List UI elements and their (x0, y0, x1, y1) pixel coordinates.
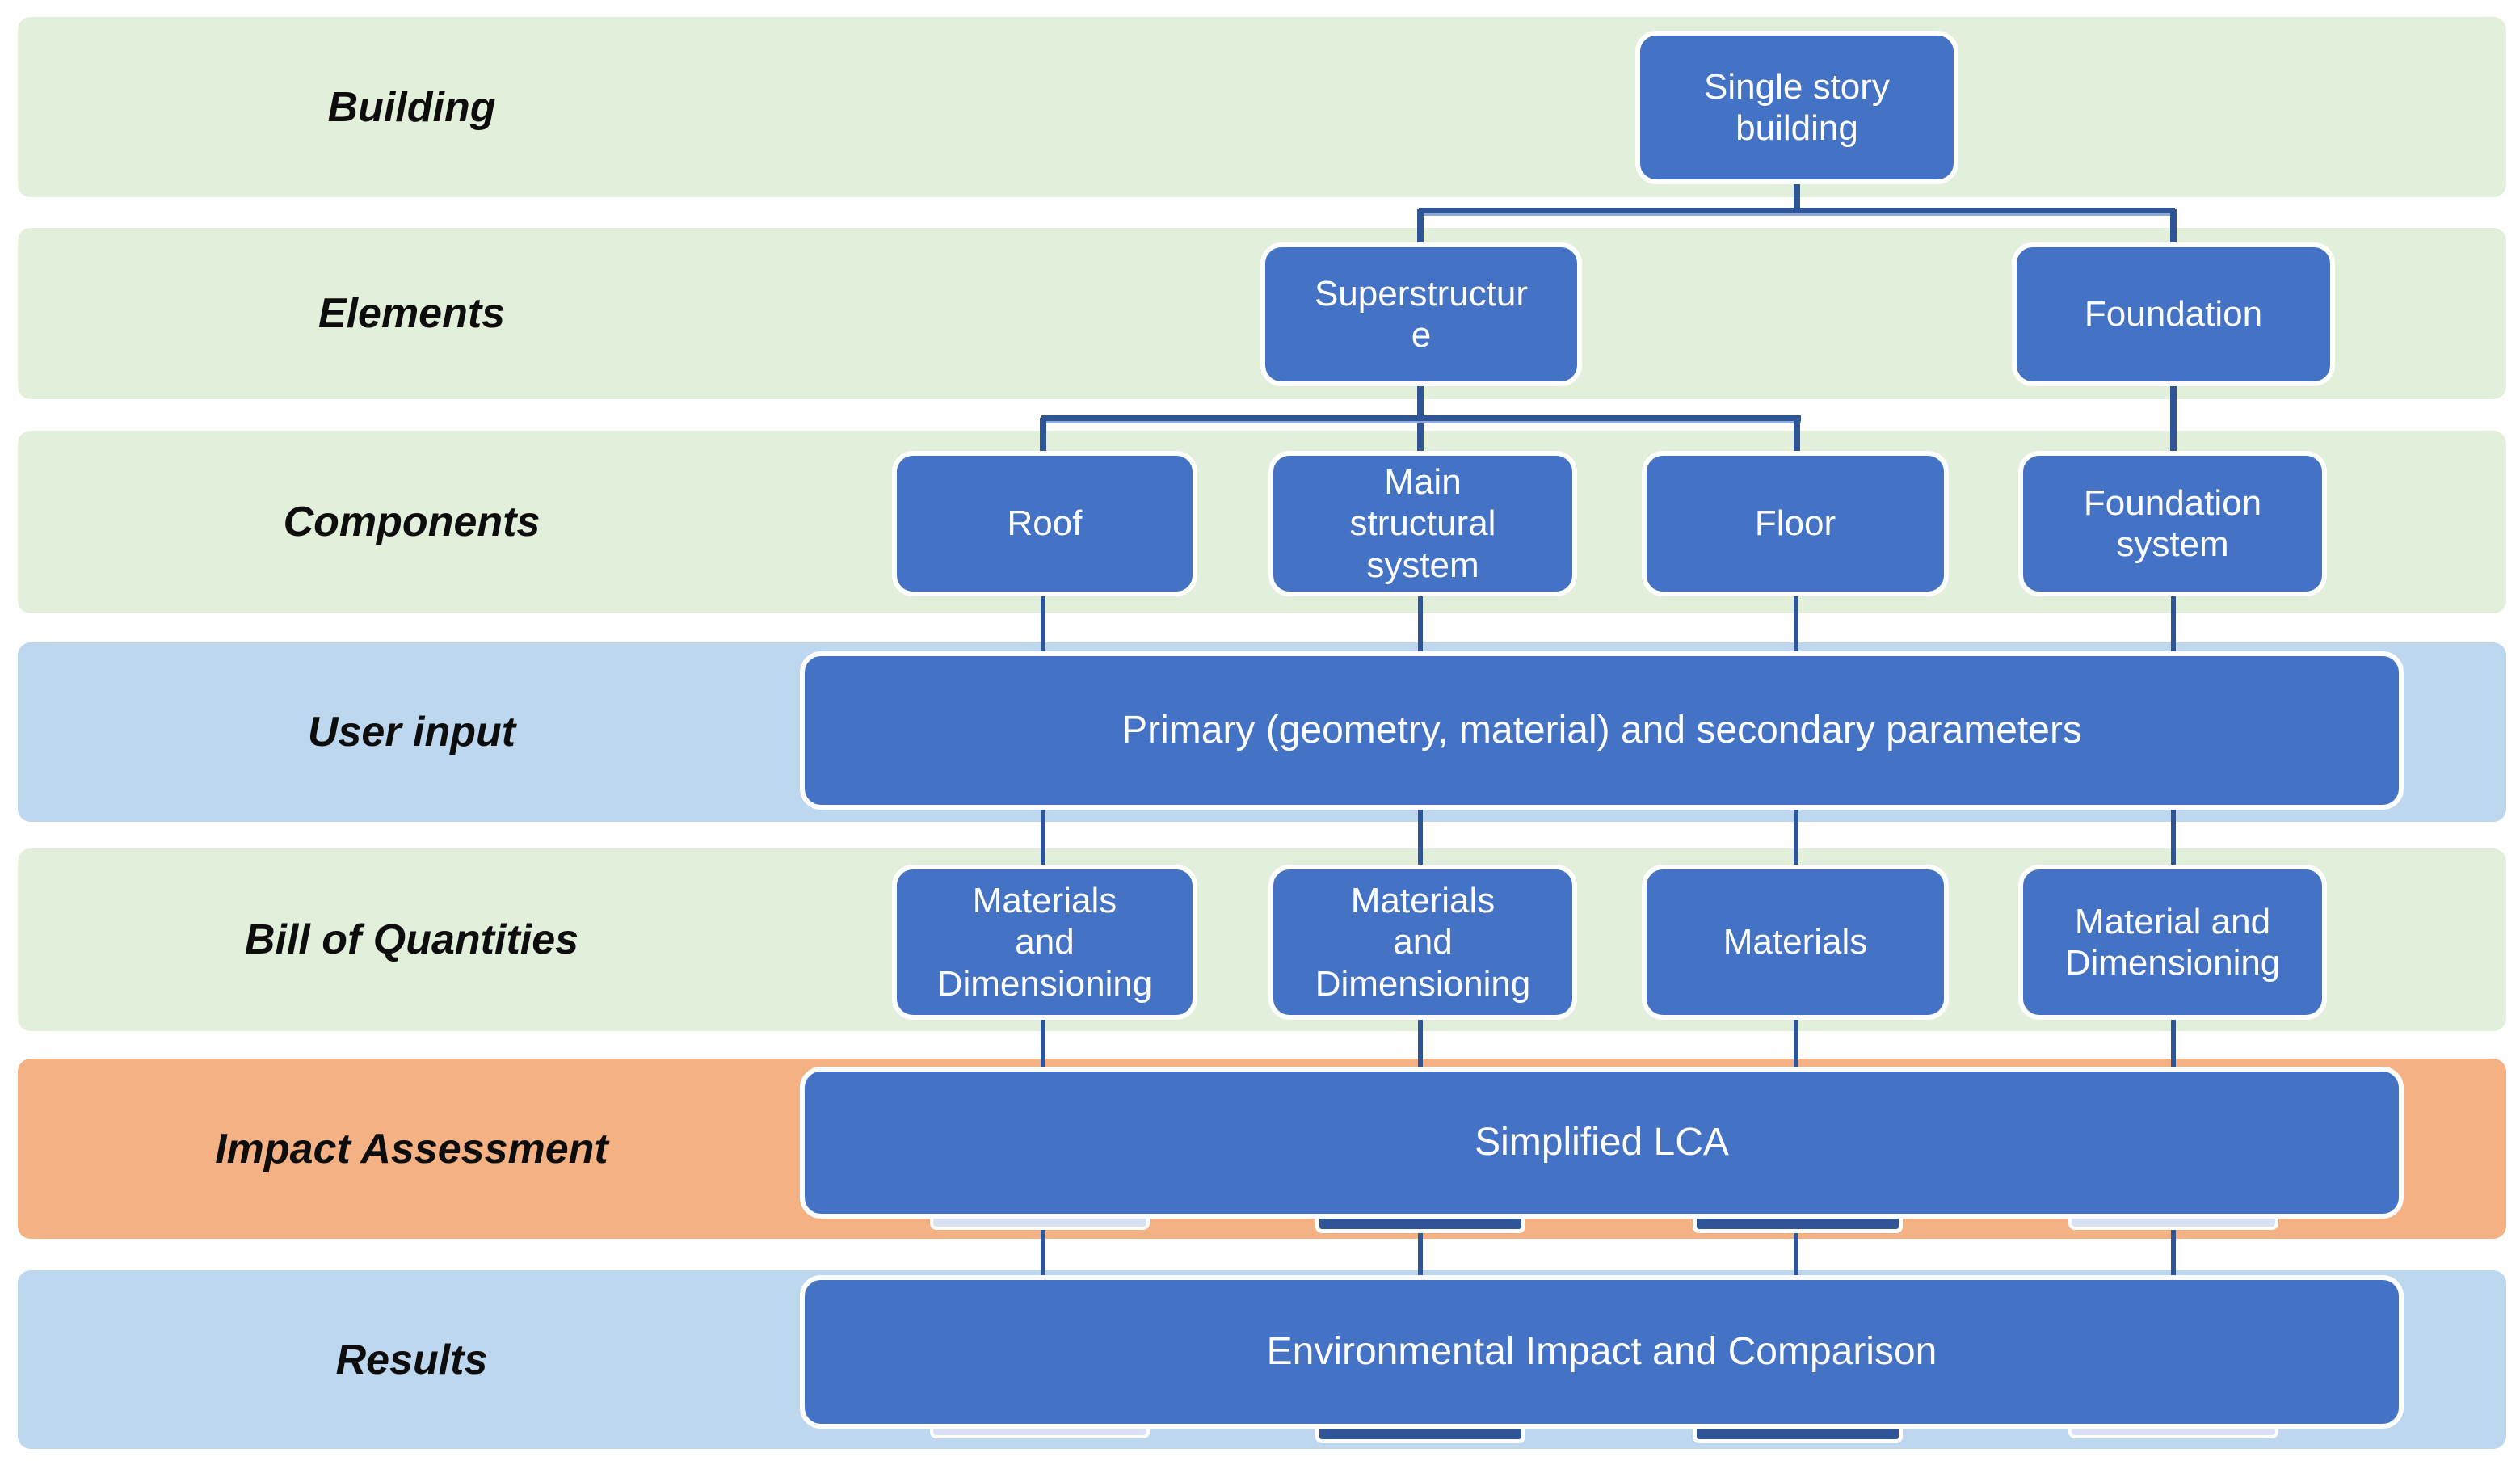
node-boq-roof: Materials and Dimensioning (892, 865, 1197, 1020)
connector-roof-drop (1040, 418, 1046, 454)
node-floor: Floor (1642, 451, 1949, 596)
row-label-results: Results (335, 1336, 488, 1383)
row-label-impact-assessment: Impact Assessment (215, 1125, 608, 1173)
node-boq-foundation: Material and Dimensioning (2018, 865, 2327, 1020)
node-roof: Roof (892, 451, 1197, 596)
node-simplified-lca: Simplified LCA (800, 1067, 2404, 1219)
connector-elements-crossbar (1419, 208, 2175, 216)
connector-building-drop (1794, 181, 1800, 213)
band-building: Building (18, 17, 2506, 197)
connector-foundation-system-drop (2170, 383, 2177, 454)
connector-superstructure-drop (1417, 209, 1424, 246)
row-label-elements: Elements (318, 290, 506, 337)
node-building: Single story building (1635, 31, 1958, 184)
node-results: Environmental Impact and Comparison (800, 1275, 2404, 1429)
node-user-input: Primary (geometry, material) and seconda… (800, 651, 2404, 810)
node-boq-floor: Materials (1642, 865, 1949, 1020)
node-foundation: Foundation (2012, 242, 2335, 386)
node-superstructure: Superstructur e (1260, 242, 1582, 386)
row-label-components: Components (283, 499, 541, 545)
row-label-building: Building (327, 83, 496, 131)
row-label-user-input: User input (307, 709, 516, 756)
connector-floor-drop (1794, 418, 1800, 454)
node-foundation-system: Foundation system (2018, 451, 2327, 596)
connector-foundation-drop (2170, 209, 2177, 246)
row-label-bill-of-quantities: Bill of Quantities (244, 916, 579, 963)
node-main-structural: Main structural system (1268, 451, 1577, 596)
node-boq-main: Materials and Dimensioning (1268, 865, 1577, 1020)
connector-components-crossbar (1041, 415, 1801, 423)
